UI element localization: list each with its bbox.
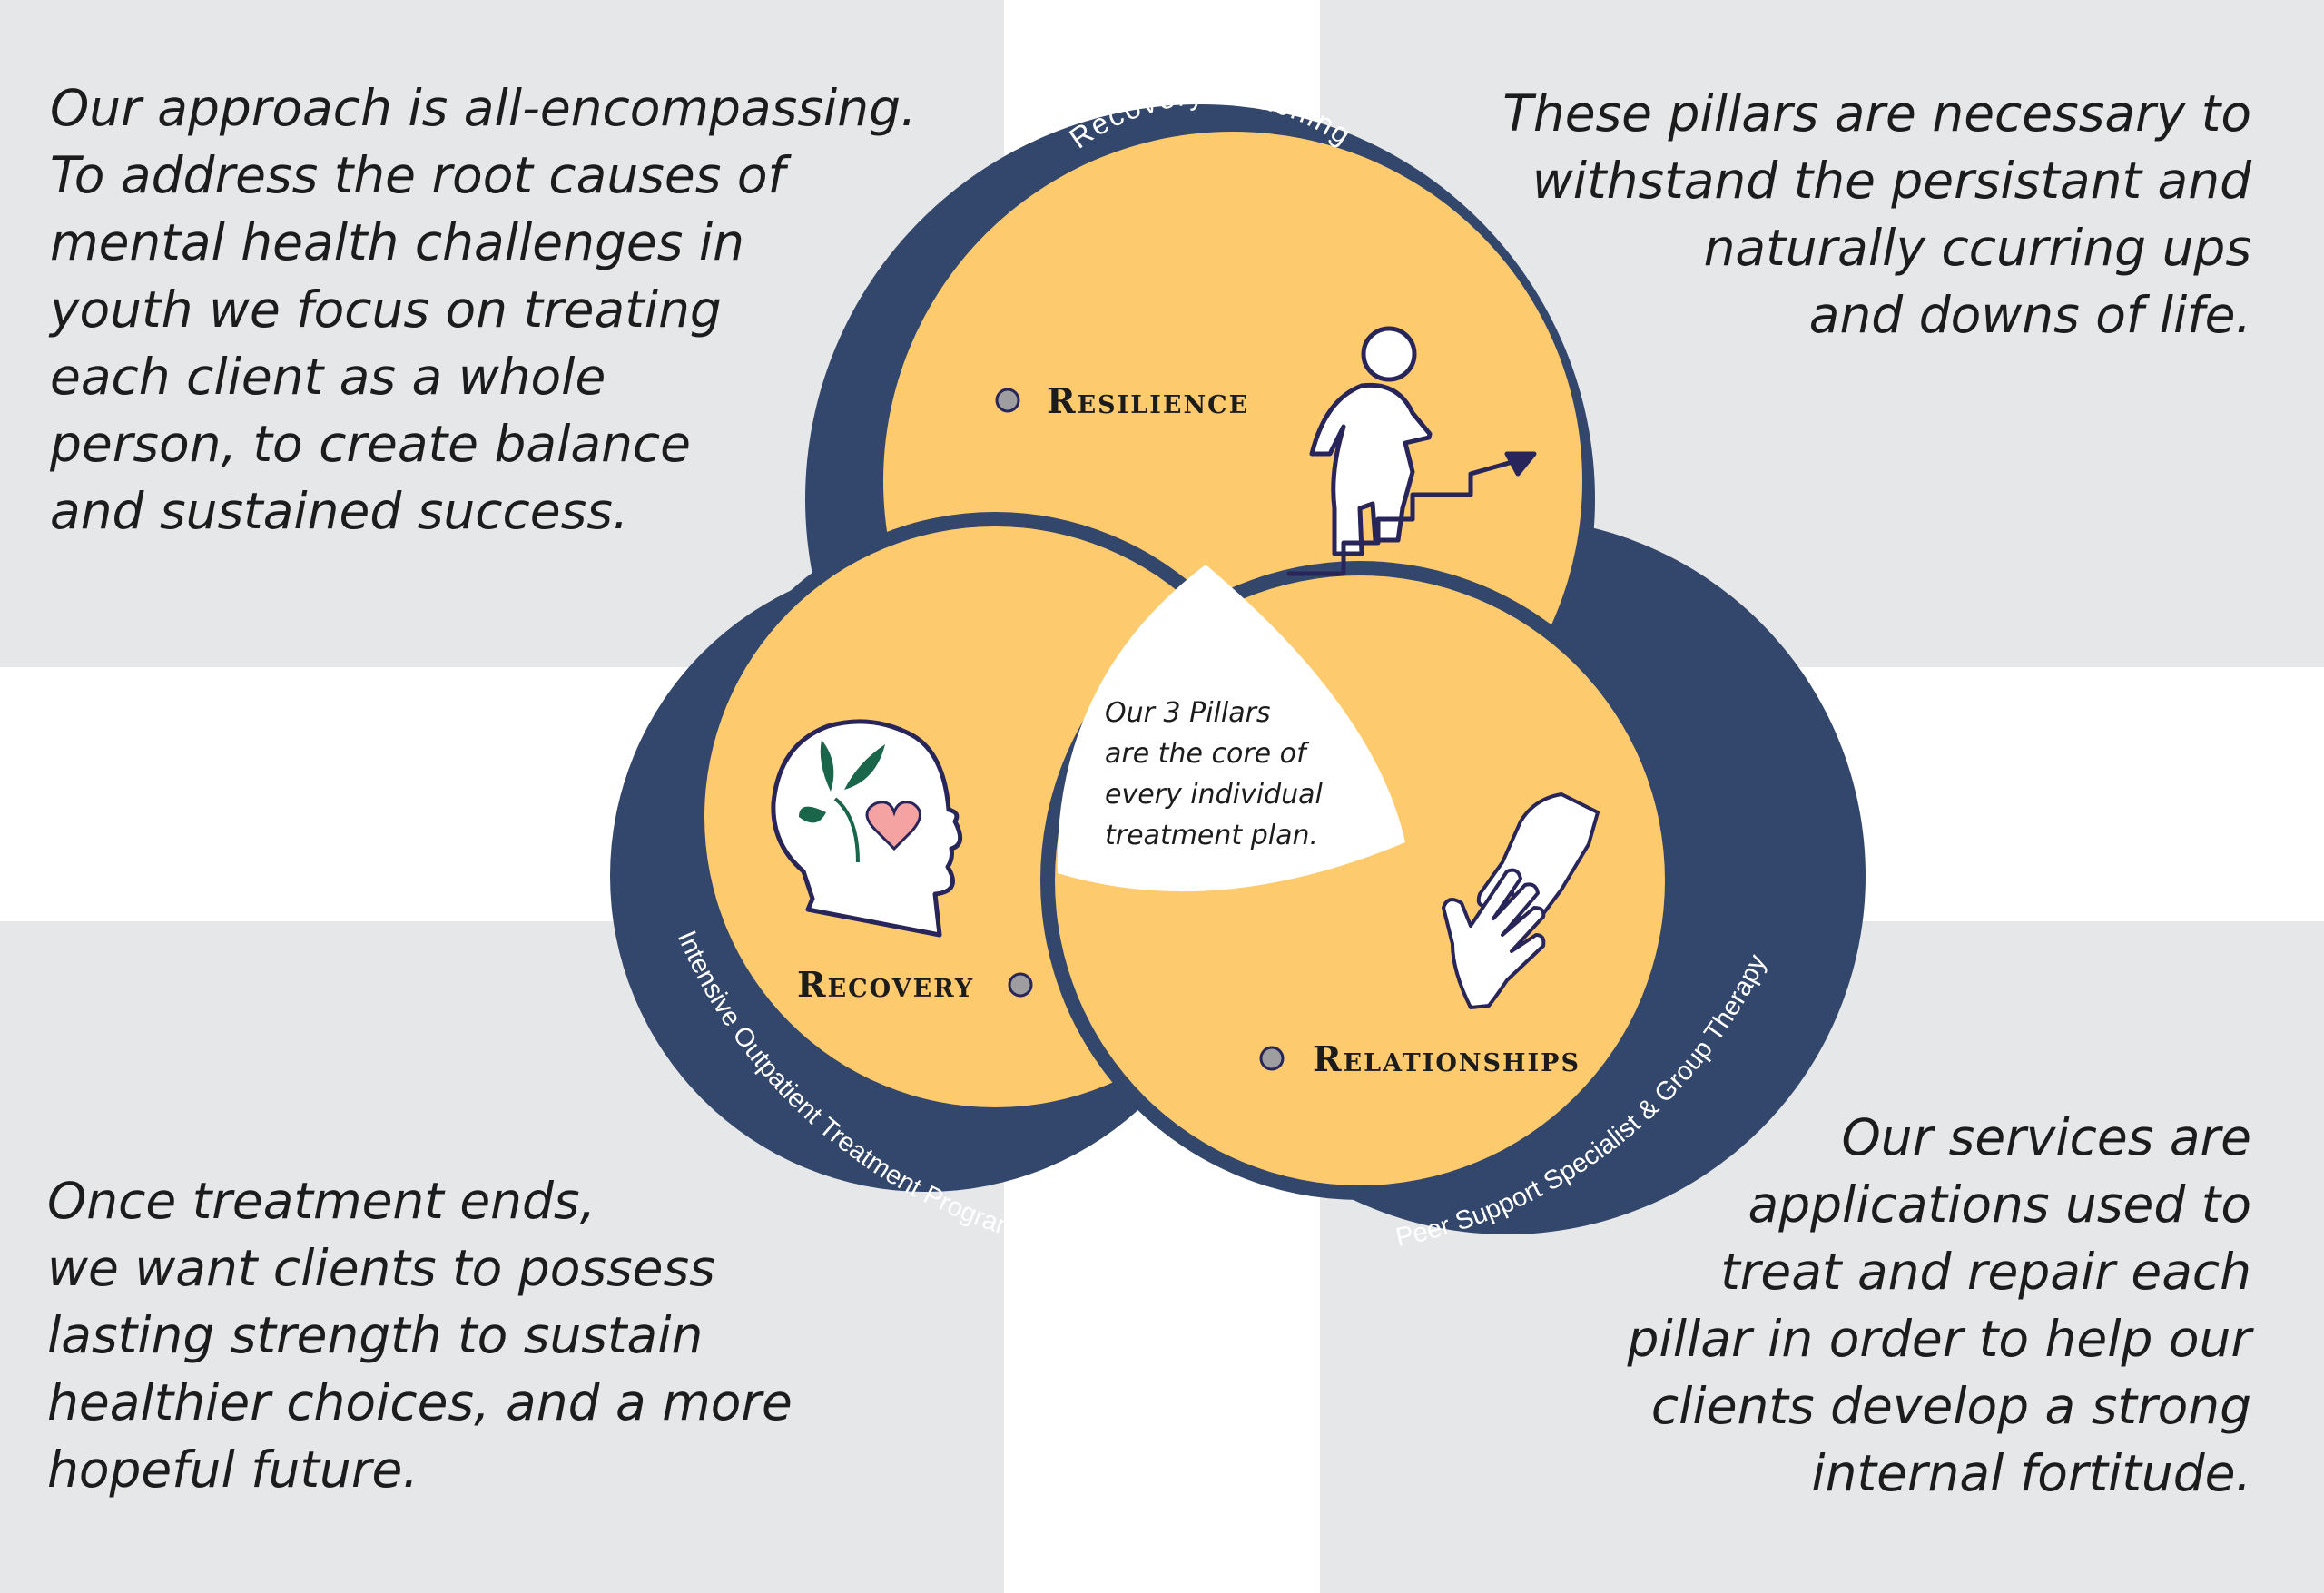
pillars-purpose-text: These pillars are necessary to withstand… bbox=[1502, 84, 2251, 344]
resilience-bullet bbox=[995, 388, 1020, 413]
after-treatment-text: Once treatment ends, we want clients to … bbox=[47, 1172, 793, 1499]
person-climbing-stairs-icon bbox=[1286, 326, 1537, 576]
center-core bbox=[1057, 565, 1405, 892]
head-with-leaves-and-heart-icon bbox=[771, 719, 963, 938]
center-text: Our 3 Pillars are the core of every indi… bbox=[1105, 697, 1324, 851]
center-line-3: every individual bbox=[1105, 779, 1324, 811]
resilience-label: Resilience bbox=[1047, 380, 1249, 421]
recovery-label: Recovery bbox=[797, 964, 974, 1005]
center-line-1: Our 3 Pillars bbox=[1105, 697, 1271, 729]
helping-hands-icon bbox=[1442, 792, 1600, 1009]
center-line-4: treatment plan. bbox=[1105, 820, 1318, 851]
services-text: Our services are applications used to tr… bbox=[1627, 1108, 2251, 1502]
relationships-bullet bbox=[1259, 1046, 1285, 1071]
relationships-label: Relationships bbox=[1313, 1038, 1581, 1079]
approach-text: Our approach is all-encompassing. To add… bbox=[50, 79, 917, 540]
center-line-2: are the core of bbox=[1105, 738, 1310, 770]
recovery-bullet bbox=[1008, 972, 1033, 998]
